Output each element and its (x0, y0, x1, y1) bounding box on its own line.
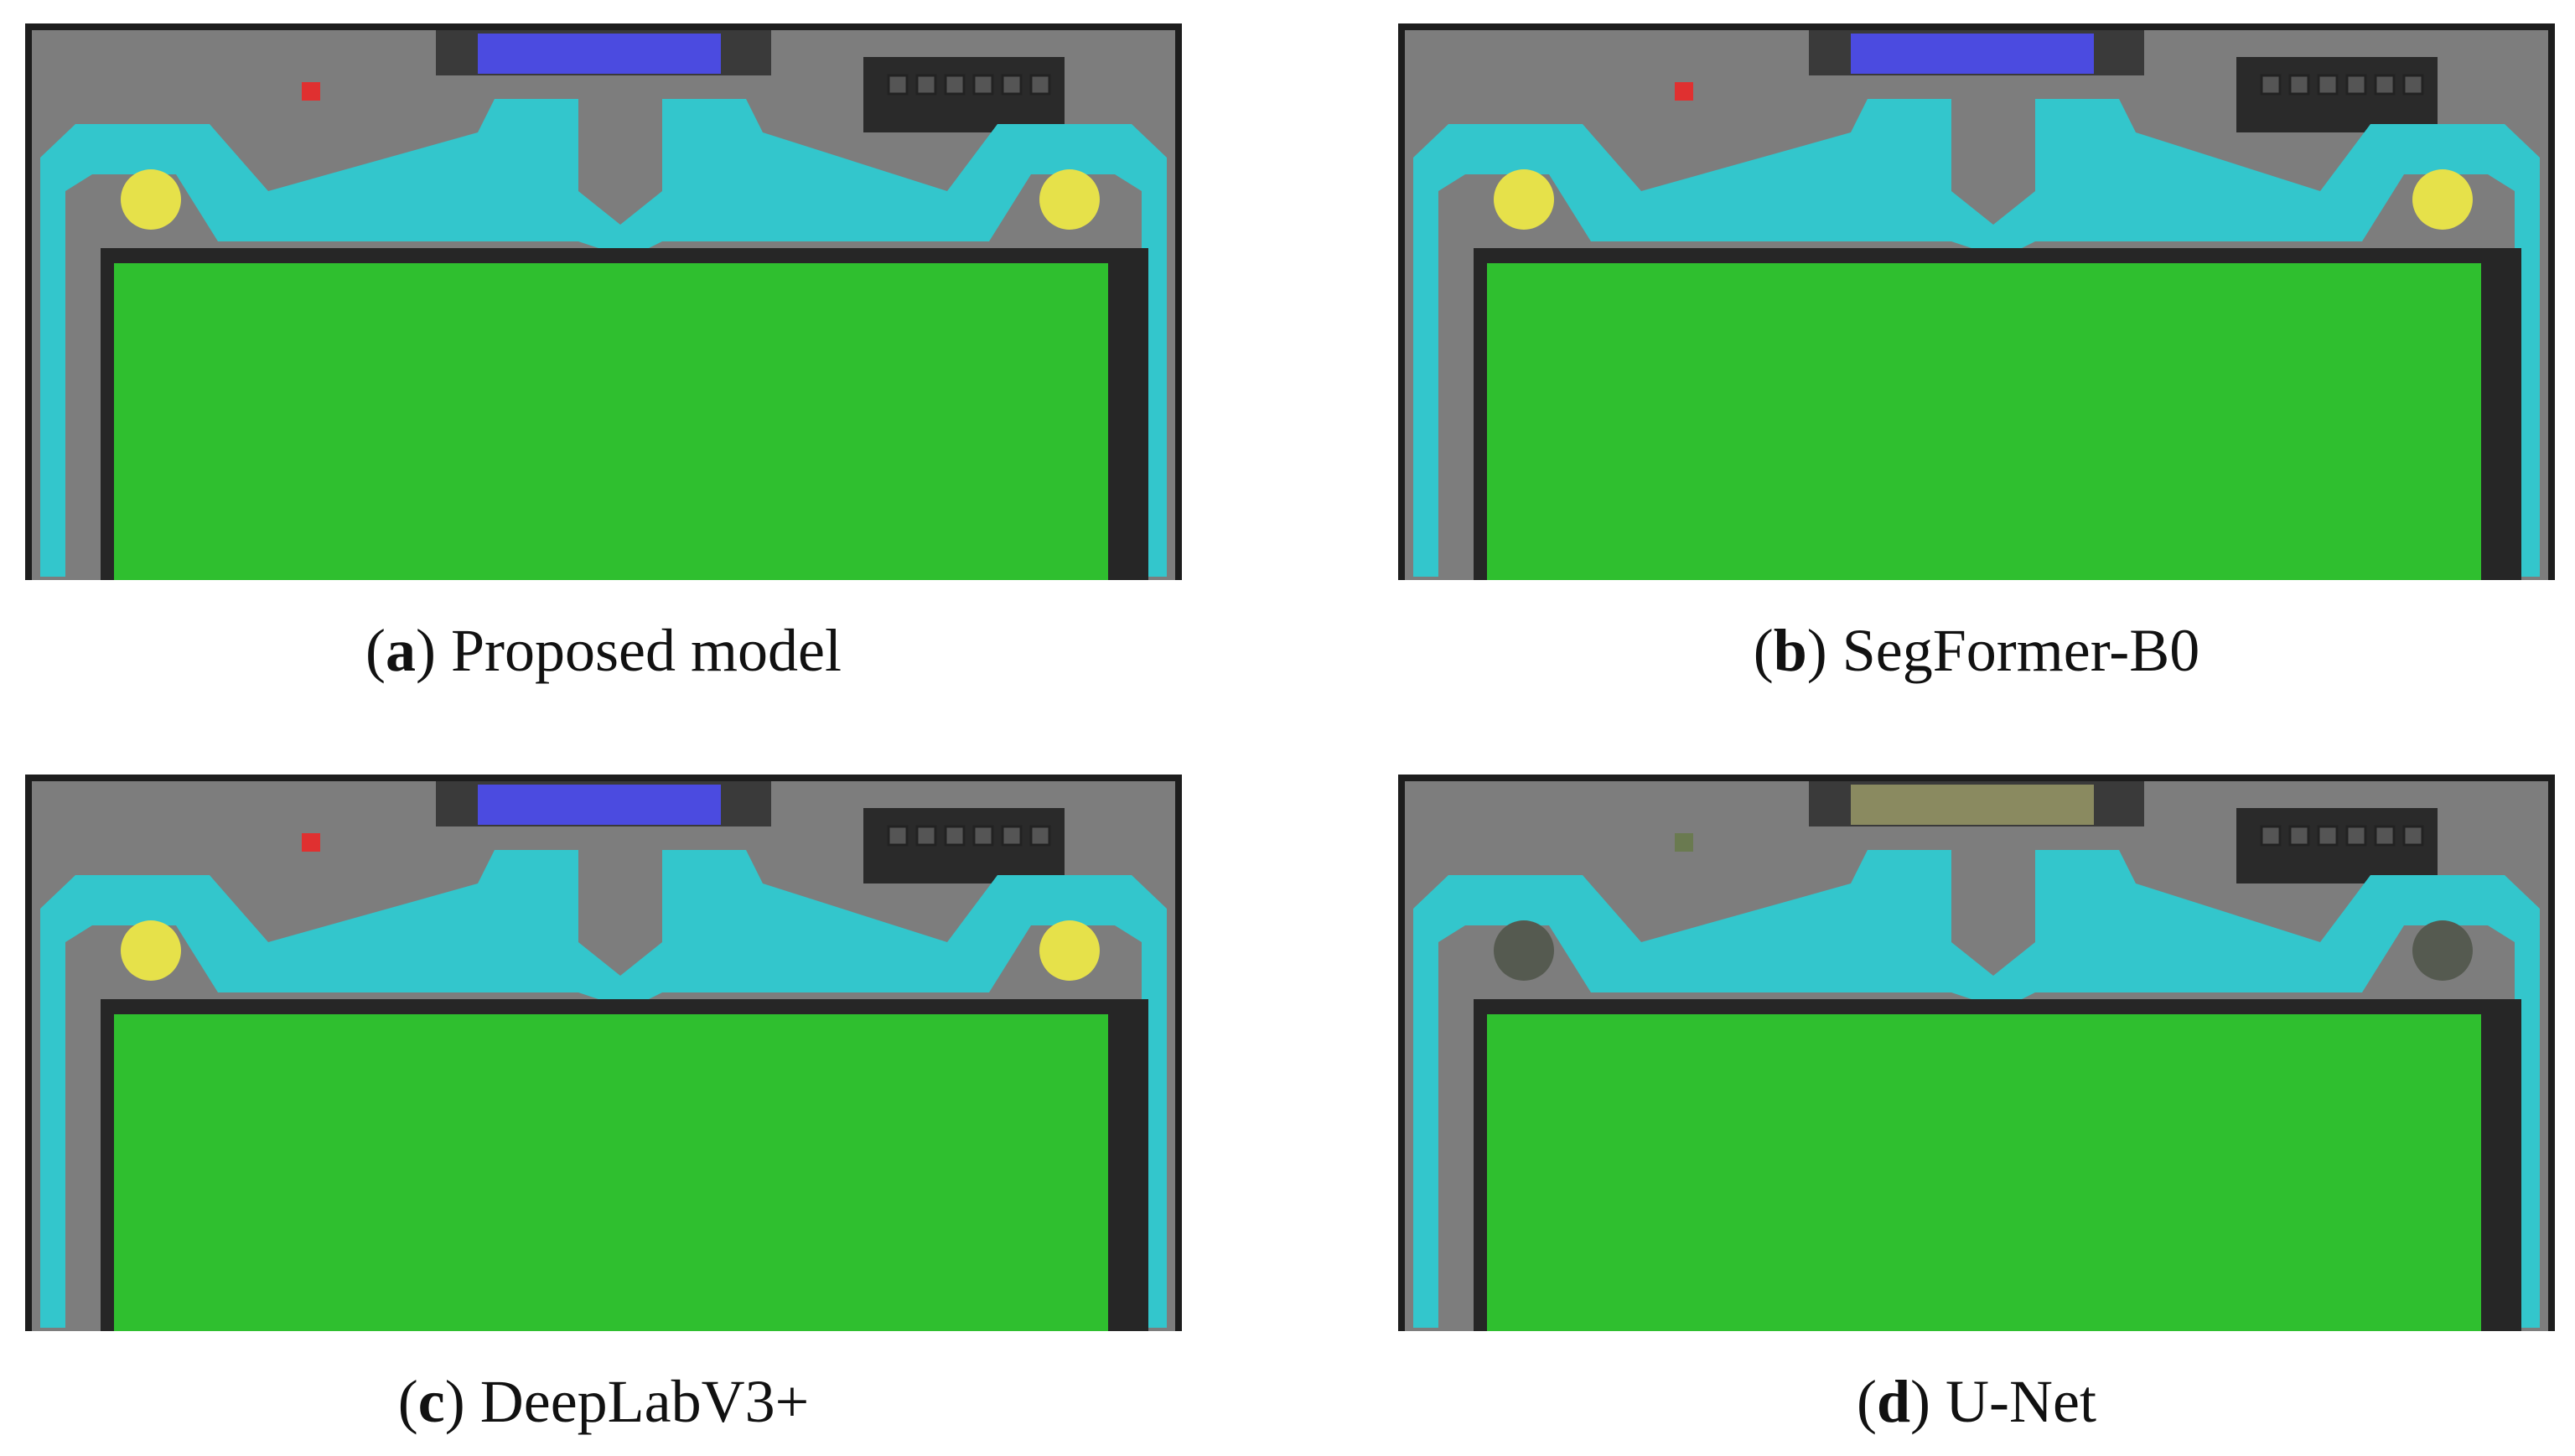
caption-b-letter: b (1773, 617, 1807, 684)
display-region (1487, 1014, 2481, 1331)
chip-pad (887, 825, 909, 847)
trace-region (40, 850, 1167, 1328)
caption-d-letter: d (1877, 1368, 1911, 1435)
chip-pad (2288, 74, 2310, 96)
chip-pad (2402, 825, 2424, 847)
chip-pad (1029, 74, 1051, 96)
chip-pad (2317, 74, 2339, 96)
display-region (114, 1014, 1108, 1331)
chip-pad (2402, 74, 2424, 96)
segmentation-overlay (1405, 30, 2548, 580)
display-region (1487, 263, 2481, 580)
caption-a: (a) Proposed model (365, 617, 842, 684)
chip-pad (887, 74, 909, 96)
caption-c-letter: c (417, 1368, 445, 1435)
connector-region (478, 785, 721, 825)
pad-region-right (1039, 920, 1100, 981)
panel-deeplabv3plus-image (25, 775, 1182, 1331)
marker-region (302, 82, 320, 101)
caption-d-label: U-Net (1930, 1368, 2096, 1435)
segmentation-overlay (32, 30, 1175, 580)
panel-segformer-b0-image (1398, 23, 2555, 580)
pad-region-left (1494, 169, 1554, 230)
chip-pad (2288, 825, 2310, 847)
caption-a-letter: a (386, 617, 417, 684)
pad-region-left (121, 920, 181, 981)
connector-region (1851, 34, 2094, 74)
chip-pad (2260, 825, 2282, 847)
caption-b: (b) SegFormer-B0 (1753, 617, 2200, 684)
pad-region-right (1039, 169, 1100, 230)
chip-pad (1001, 825, 1023, 847)
trace-region (1413, 850, 2540, 1328)
marker-region (1675, 82, 1693, 101)
caption-c: (c) DeepLabV3+ (397, 1368, 810, 1435)
caption-d: (d) U-Net (1857, 1368, 2096, 1435)
marker-region (1675, 833, 1693, 852)
connector-region (478, 34, 721, 74)
caption-a-label: Proposed model (436, 617, 842, 684)
chip-pad (915, 74, 937, 96)
trace-region (1413, 99, 2540, 577)
chip-pad (972, 825, 994, 847)
chip-pad (1001, 74, 1023, 96)
trace-region (40, 99, 1167, 577)
panel-proposed-model-image (25, 23, 1182, 580)
chip-pad (2374, 825, 2396, 847)
pad-region-right (2412, 169, 2473, 230)
chip-pad (1029, 825, 1051, 847)
segmentation-overlay (32, 781, 1175, 1331)
pad-region-right (2412, 920, 2473, 981)
segmentation-overlay (1405, 781, 2548, 1331)
chip-pad (972, 74, 994, 96)
chip-pad (2345, 825, 2367, 847)
chip-pad (2345, 74, 2367, 96)
display-region (114, 263, 1108, 580)
pad-region-left (121, 169, 181, 230)
chip-pad (2317, 825, 2339, 847)
chip-pad (915, 825, 937, 847)
chip-pad (944, 74, 966, 96)
marker-region (302, 833, 320, 852)
caption-b-label: SegFormer-B0 (1826, 617, 2200, 684)
chip-pad (2374, 74, 2396, 96)
chip-pad (2260, 74, 2282, 96)
caption-c-label: DeepLabV3+ (464, 1368, 810, 1435)
connector-region (1851, 785, 2094, 825)
panel-unet-image (1398, 775, 2555, 1331)
pad-region-left (1494, 920, 1554, 981)
chip-pad (944, 825, 966, 847)
